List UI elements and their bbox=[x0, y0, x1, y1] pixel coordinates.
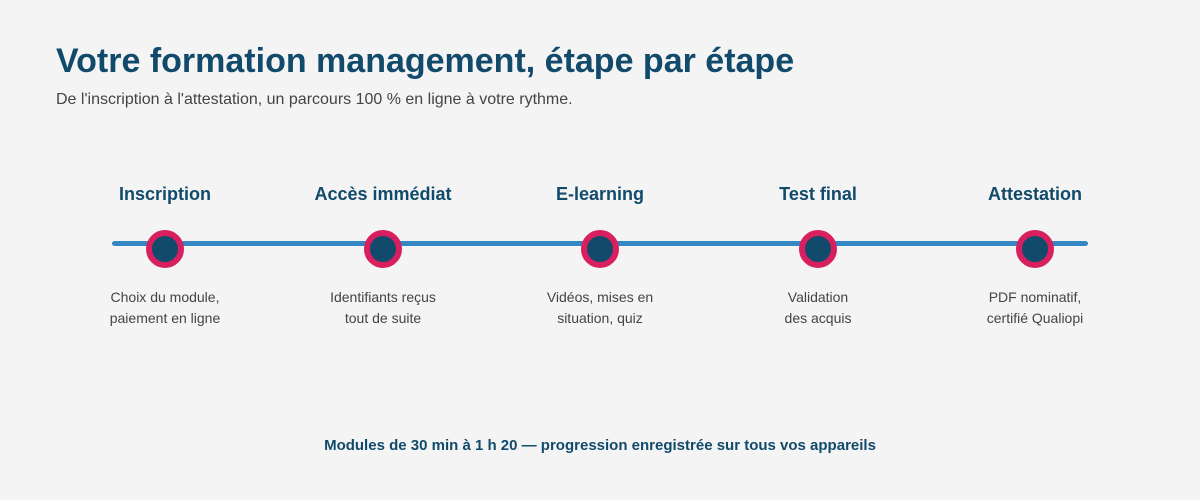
step-description-line: Choix du module, bbox=[110, 289, 220, 305]
timeline-step-test-final: Test final Validation des acquis bbox=[708, 0, 928, 500]
step-description-line: des acquis bbox=[784, 310, 852, 326]
step-description-line: tout de suite bbox=[344, 310, 422, 326]
step-description: PDF nominatif, certifié Qualiopi bbox=[925, 287, 1145, 329]
step-description-line: situation, quiz bbox=[557, 310, 643, 326]
step-label: Inscription bbox=[118, 184, 211, 204]
footer-note: Modules de 30 min à 1 h 20 — progression… bbox=[324, 437, 876, 454]
timeline-step-attestation: Attestation PDF nominatif, certifié Qual… bbox=[925, 0, 1145, 500]
step-description-line: Vidéos, mises en bbox=[546, 289, 654, 305]
step-description: Choix du module, paiement en ligne bbox=[55, 287, 275, 329]
step-description: Vidéos, mises en situation, quiz bbox=[490, 287, 710, 329]
timeline-step-acces-immediat: Accès immédiat Identifiants reçus tout d… bbox=[273, 0, 493, 500]
step-description-line: certifié Qualiopi bbox=[986, 310, 1084, 326]
timeline-step-e-learning: E-learning Vidéos, mises en situation, q… bbox=[490, 0, 710, 500]
step-node bbox=[1016, 230, 1054, 268]
step-label: Test final bbox=[779, 184, 857, 204]
step-node bbox=[364, 230, 402, 268]
timeline-step-inscription: Inscription Choix du module, paiement en… bbox=[55, 0, 275, 500]
step-label: Attestation bbox=[988, 184, 1082, 204]
step-node bbox=[799, 230, 837, 268]
step-label: Accès immédiat bbox=[314, 184, 452, 204]
step-node bbox=[581, 230, 619, 268]
page-title: Votre formation management, étape par ét… bbox=[56, 42, 795, 80]
step-node bbox=[146, 230, 184, 268]
step-label: E-learning bbox=[555, 184, 644, 204]
step-description: Identifiants reçus tout de suite bbox=[273, 287, 493, 329]
step-description-line: Validation bbox=[787, 289, 849, 305]
step-description-line: paiement en ligne bbox=[109, 310, 221, 326]
step-description-line: PDF nominatif, bbox=[988, 289, 1082, 305]
step-description: Validation des acquis bbox=[708, 287, 928, 329]
step-description-line: Identifiants reçus bbox=[330, 289, 436, 305]
page-subtitle: De l'inscription à l'attestation, un par… bbox=[56, 91, 573, 108]
